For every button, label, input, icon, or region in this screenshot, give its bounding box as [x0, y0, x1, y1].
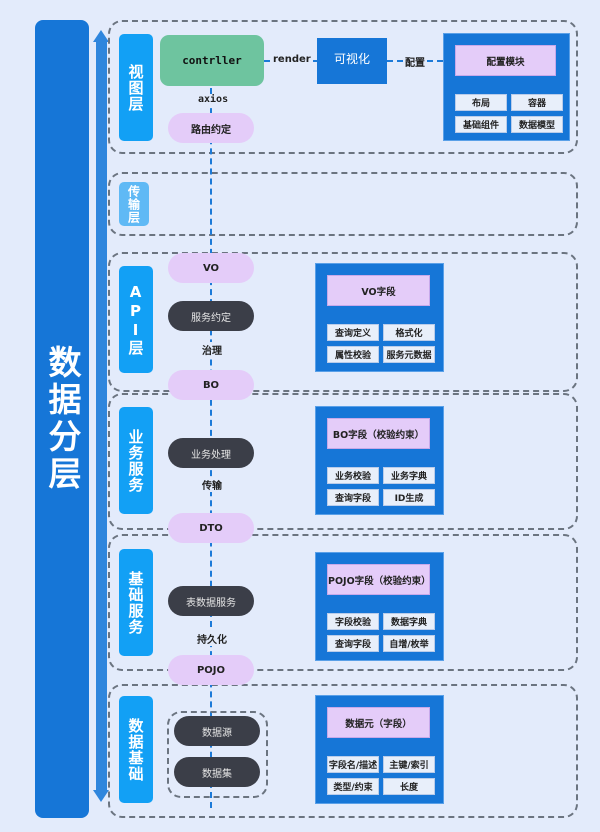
- panel-cell: 业务校验: [327, 467, 379, 484]
- vo-pill: VO: [168, 253, 254, 283]
- panel-cell: 字段校验: [327, 613, 379, 630]
- pojo-pill: POJO: [168, 655, 254, 685]
- panel-cell: ID生成: [383, 489, 435, 506]
- layer-label-view: 视图层: [119, 34, 153, 141]
- layer-label-data: 数据基础: [119, 696, 153, 803]
- config-label: 配置: [403, 54, 427, 69]
- governance-label: 治理: [200, 342, 224, 357]
- main-title-bar: 数据分层: [35, 20, 89, 818]
- bo-pill: BO: [168, 370, 254, 400]
- panel-cell: 业务字典: [383, 467, 435, 484]
- panel-cell: 长度: [383, 778, 435, 795]
- panel-cell: 主键/索引: [383, 756, 435, 773]
- controller-box: contrller: [160, 35, 264, 86]
- section-business: [108, 393, 578, 530]
- section-api: [108, 252, 578, 392]
- panel-cell: 自增/枚举: [383, 635, 435, 652]
- section-transport: [108, 172, 578, 236]
- axios-label: axios: [196, 94, 231, 105]
- section-view: [108, 20, 578, 154]
- business-process-pill: 业务处理: [168, 438, 254, 468]
- config-module-panel: 配置模块 布局 容器 基础组件 数据模型: [443, 33, 570, 141]
- panel-cell: 数据字典: [383, 613, 435, 630]
- transfer-label: 传输: [200, 477, 224, 492]
- panel-cell: 字段名/描述: [327, 756, 379, 773]
- service-convention-pill: 服务约定: [168, 301, 254, 331]
- panel-cell: 容器: [511, 94, 563, 111]
- panel-cell: 属性校验: [327, 346, 379, 363]
- flow-arrow-shaft: [96, 40, 107, 792]
- panel-title: POJO字段（校验约束）: [327, 564, 431, 595]
- panel-cell: 查询定义: [327, 324, 379, 341]
- dataset-pill: 数据集: [174, 757, 260, 787]
- panel-cell: 布局: [455, 94, 507, 111]
- persistence-label: 持久化: [195, 631, 229, 646]
- layer-label-api: API层: [119, 266, 153, 373]
- section-data: [108, 684, 578, 818]
- pojo-fields-panel: POJO字段（校验约束） 字段校验 数据字典 查询字段 自增/枚举: [315, 552, 444, 661]
- panel-cell: 查询字段: [327, 489, 379, 506]
- render-label: render: [271, 54, 313, 65]
- data-source-group: [167, 711, 268, 798]
- layer-label-base: 基础服务: [119, 549, 153, 656]
- panel-title: 数据元（字段）: [327, 707, 430, 738]
- main-title: 数据分层: [43, 345, 82, 493]
- dto-pill: DTO: [168, 513, 254, 543]
- panel-title: BO字段（校验约束）: [327, 418, 430, 449]
- table-data-service-pill: 表数据服务: [168, 586, 254, 616]
- panel-cell: 查询字段: [327, 635, 379, 652]
- data-element-panel: 数据元（字段） 字段名/描述 主键/索引 类型/约束 长度: [315, 695, 444, 804]
- panel-cell: 类型/约束: [327, 778, 379, 795]
- section-base: [108, 534, 578, 671]
- layer-label-business: 业务服务: [119, 407, 153, 514]
- panel-title: VO字段: [327, 275, 430, 306]
- layer-label-transport: 传输层: [119, 182, 149, 226]
- panel-cell: 格式化: [383, 324, 435, 341]
- arrow-down-icon: [93, 790, 109, 802]
- visual-box: 可视化: [317, 38, 387, 84]
- panel-title: 配置模块: [455, 45, 556, 76]
- panel-cell: 基础组件: [455, 116, 507, 133]
- panel-cell: 服务元数据: [383, 346, 435, 363]
- arrow-up-icon: [93, 30, 109, 42]
- data-source-pill: 数据源: [174, 716, 260, 746]
- bo-fields-panel: BO字段（校验约束） 业务校验 业务字典 查询字段 ID生成: [315, 406, 444, 515]
- vo-fields-panel: VO字段 查询定义 格式化 属性校验 服务元数据: [315, 263, 444, 372]
- route-convention-pill: 路由约定: [168, 113, 254, 143]
- panel-cell: 数据模型: [511, 116, 563, 133]
